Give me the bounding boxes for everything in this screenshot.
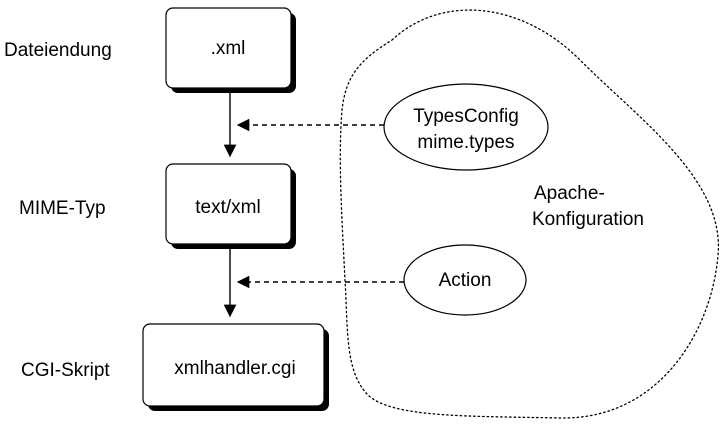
box-cgi-script-text: xmlhandler.cgi [174, 358, 295, 379]
label-cgi-skript: CGI-Skript [21, 360, 110, 381]
apache-config-label-line1: Apache- [534, 183, 605, 204]
box-mime-type: text/xml [165, 163, 296, 249]
label-dateiendung: Dateiendung [4, 40, 112, 61]
action-label: Action [439, 270, 492, 291]
apache-config-label-line2: Konfiguration [532, 209, 644, 230]
box-extension-text: .xml [211, 38, 246, 59]
label-mime-typ: MIME-Typ [19, 198, 106, 219]
box-mime-type-text: text/xml [195, 197, 260, 218]
ellipse-action: Action [403, 244, 527, 316]
ellipse-typesconfig: TypesConfig mime.types [383, 83, 549, 171]
apache-config-region [339, 9, 719, 419]
box-extension: .xml [165, 7, 296, 93]
typesconfig-line1: TypesConfig [413, 106, 519, 127]
typesconfig-line2: mime.types [417, 132, 514, 153]
box-cgi-script: xmlhandler.cgi [142, 323, 329, 411]
